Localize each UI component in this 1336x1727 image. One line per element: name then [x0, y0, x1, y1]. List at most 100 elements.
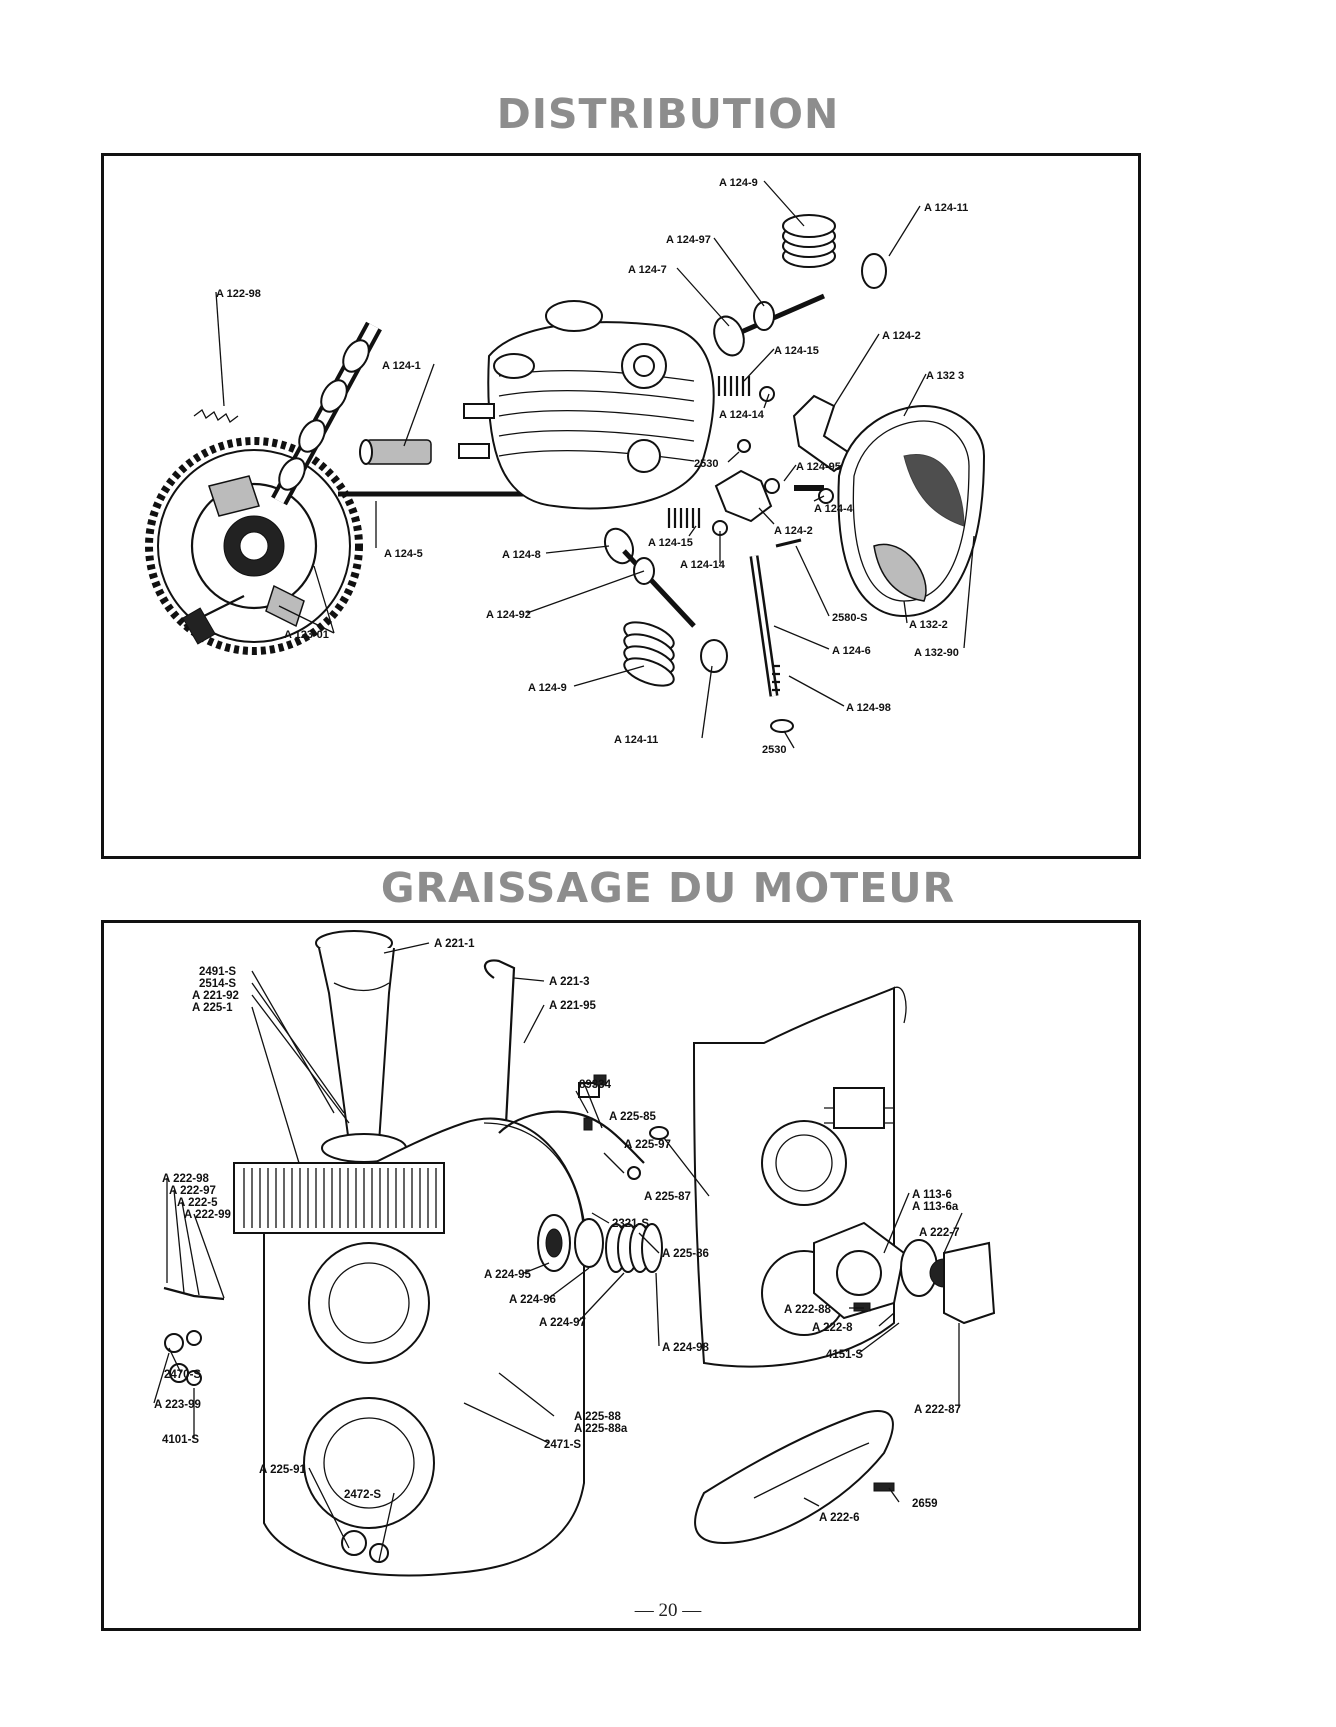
pin-2580 [775, 538, 802, 548]
oil-pipe [498, 1110, 645, 1164]
bolt-a222-88 [853, 1302, 871, 1312]
label-a124-5: A 124-5 [384, 548, 423, 560]
diagram-distribution: A 124-9 A 124-11 A 124-97 A 124-7 A 122-… [101, 153, 1141, 859]
label-4151-s: 4151-S [826, 1349, 863, 1361]
label-a124-7: A 124-7 [628, 264, 667, 276]
washer-2470-s [186, 1330, 202, 1346]
plug-2321-s [583, 1117, 593, 1131]
label-2530-top: 2530 [694, 458, 718, 470]
label-a124-95: A 124-95 [796, 461, 841, 473]
label-a124-8: A 124-8 [502, 549, 541, 561]
label-a113-6a: A 113-6a [912, 1201, 959, 1213]
pump-cover [943, 1241, 996, 1325]
label-a221-92: A 221-92 [192, 990, 239, 1002]
label-a224-97: A 224-97 [539, 1317, 586, 1329]
union-a225-86 [627, 1166, 641, 1180]
label-2580-s: 2580-S [832, 612, 867, 624]
label-a124-97: A 124-97 [666, 234, 711, 246]
spring-a122-98 [193, 409, 239, 423]
rocker-cover [837, 404, 986, 618]
label-a222-8: A 222-8 [812, 1322, 853, 1334]
label-89334: 89334 [579, 1079, 612, 1091]
bearing-a224-95 [537, 1214, 571, 1272]
label-a123-01: A 123-01 [284, 629, 329, 641]
spring-cap-upper [861, 253, 887, 289]
washer-2530 [737, 439, 751, 453]
bolt-2659 [873, 1482, 895, 1492]
spring-a124-98 [772, 664, 780, 692]
washer-a124-95 [764, 478, 780, 494]
title-distribution: DISTRIBUTION [496, 90, 840, 138]
label-2659: 2659 [912, 1498, 938, 1510]
tappet [359, 439, 432, 465]
page-number: — 20 — [634, 1600, 702, 1621]
label-a124-4: A 124-4 [814, 503, 854, 515]
valve-a222-5 [163, 1286, 225, 1301]
label-a124-6: A 124-6 [832, 645, 871, 657]
label-a124-14-top: A 124-14 [719, 409, 765, 421]
label-a224-98: A 224-98 [662, 1342, 709, 1354]
washer-2472-s [369, 1543, 389, 1563]
leader-lines [215, 180, 975, 749]
rocker-arm-lower [714, 469, 773, 523]
label-a223-99: A 223-99 [154, 1399, 201, 1411]
label-a222-98: A 222-98 [162, 1173, 209, 1185]
label-a113-6: A 113-6 [912, 1189, 952, 1201]
dipstick [483, 959, 516, 1164]
valve-spring-upper [782, 214, 836, 268]
label-a124-92: A 124-92 [486, 609, 531, 621]
label-a122-98: A 122-98 [216, 288, 261, 300]
label-a221-95: A 221-95 [549, 1000, 596, 1012]
cylinder-head [458, 300, 715, 510]
camshaft-gear [145, 437, 363, 655]
label-a132-3: A 132 3 [926, 370, 964, 382]
label-a224-96: A 224-96 [509, 1294, 556, 1306]
label-a222-6: A 222-6 [819, 1512, 860, 1524]
graissage-drawing: A 221-1 2491-S 2514-S A 221-92 A 225-1 A… [153, 930, 996, 1577]
bush-a224-96 [574, 1218, 604, 1268]
label-a124-1: A 124-1 [382, 360, 421, 372]
label-a124-15-bottom: A 124-15 [648, 537, 693, 549]
label-a222-87: A 222-87 [914, 1404, 961, 1416]
drain-plug-a225-91 [341, 1530, 367, 1556]
spring-cap-lower [700, 639, 728, 673]
distribution-drawing: A 124-9 A 124-11 A 124-97 A 124-7 A 122-… [145, 177, 986, 756]
label-a221-1: A 221-1 [434, 938, 475, 950]
label-2472-s: 2472-S [344, 1489, 381, 1501]
title-graissage: GRAISSAGE DU MOTEUR [380, 864, 956, 912]
label-4101-s: 4101-S [162, 1434, 199, 1446]
label-a124-11-top: A 124-11 [924, 202, 968, 214]
washer-4101 [186, 1370, 202, 1386]
oil-cooler [233, 1162, 445, 1234]
label-2491-s: 2491-S [199, 966, 236, 978]
label-a225-91: A 225-91 [259, 1464, 306, 1476]
plug-a223-99 [164, 1333, 184, 1353]
label-a222-97: A 222-97 [169, 1185, 216, 1197]
label-2321-s: 2321-S [612, 1218, 649, 1230]
washer-rocker [818, 488, 834, 504]
label-a224-95: A 224-95 [484, 1269, 531, 1281]
label-a222-7: A 222-7 [919, 1227, 960, 1239]
spring-a124-15-lower [667, 508, 701, 528]
screw-89334 [593, 1074, 607, 1086]
leader-lines-graissage [153, 942, 963, 1562]
label-a221-3: A 221-3 [549, 976, 590, 988]
label-a124-11-bottom: A 124-11 [614, 734, 658, 746]
label-a132-2: A 132-2 [909, 619, 948, 631]
oil-filler [315, 930, 407, 1163]
label-2471-s: 2471-S [544, 1439, 581, 1451]
label-a225-88: A 225-88 [574, 1411, 621, 1423]
valve-upper [713, 293, 825, 357]
camshaft [271, 321, 382, 506]
seal-2530 [770, 719, 794, 733]
diagram-graissage: A 221-1 2491-S 2514-S A 221-92 A 225-1 A… [101, 920, 1141, 1631]
label-a124-15-top: A 124-15 [774, 345, 819, 357]
label-2470-s: 2470-S [164, 1369, 201, 1381]
sump-plate [694, 1410, 894, 1545]
pump-flange [813, 1221, 959, 1320]
spring-a124-15-upper [717, 376, 751, 396]
label-a222-88: A 222-88 [784, 1304, 831, 1316]
label-2514-s: 2514-S [199, 978, 236, 990]
valve-spring-lower [623, 621, 675, 687]
label-a225-85: A 225-85 [609, 1111, 656, 1123]
